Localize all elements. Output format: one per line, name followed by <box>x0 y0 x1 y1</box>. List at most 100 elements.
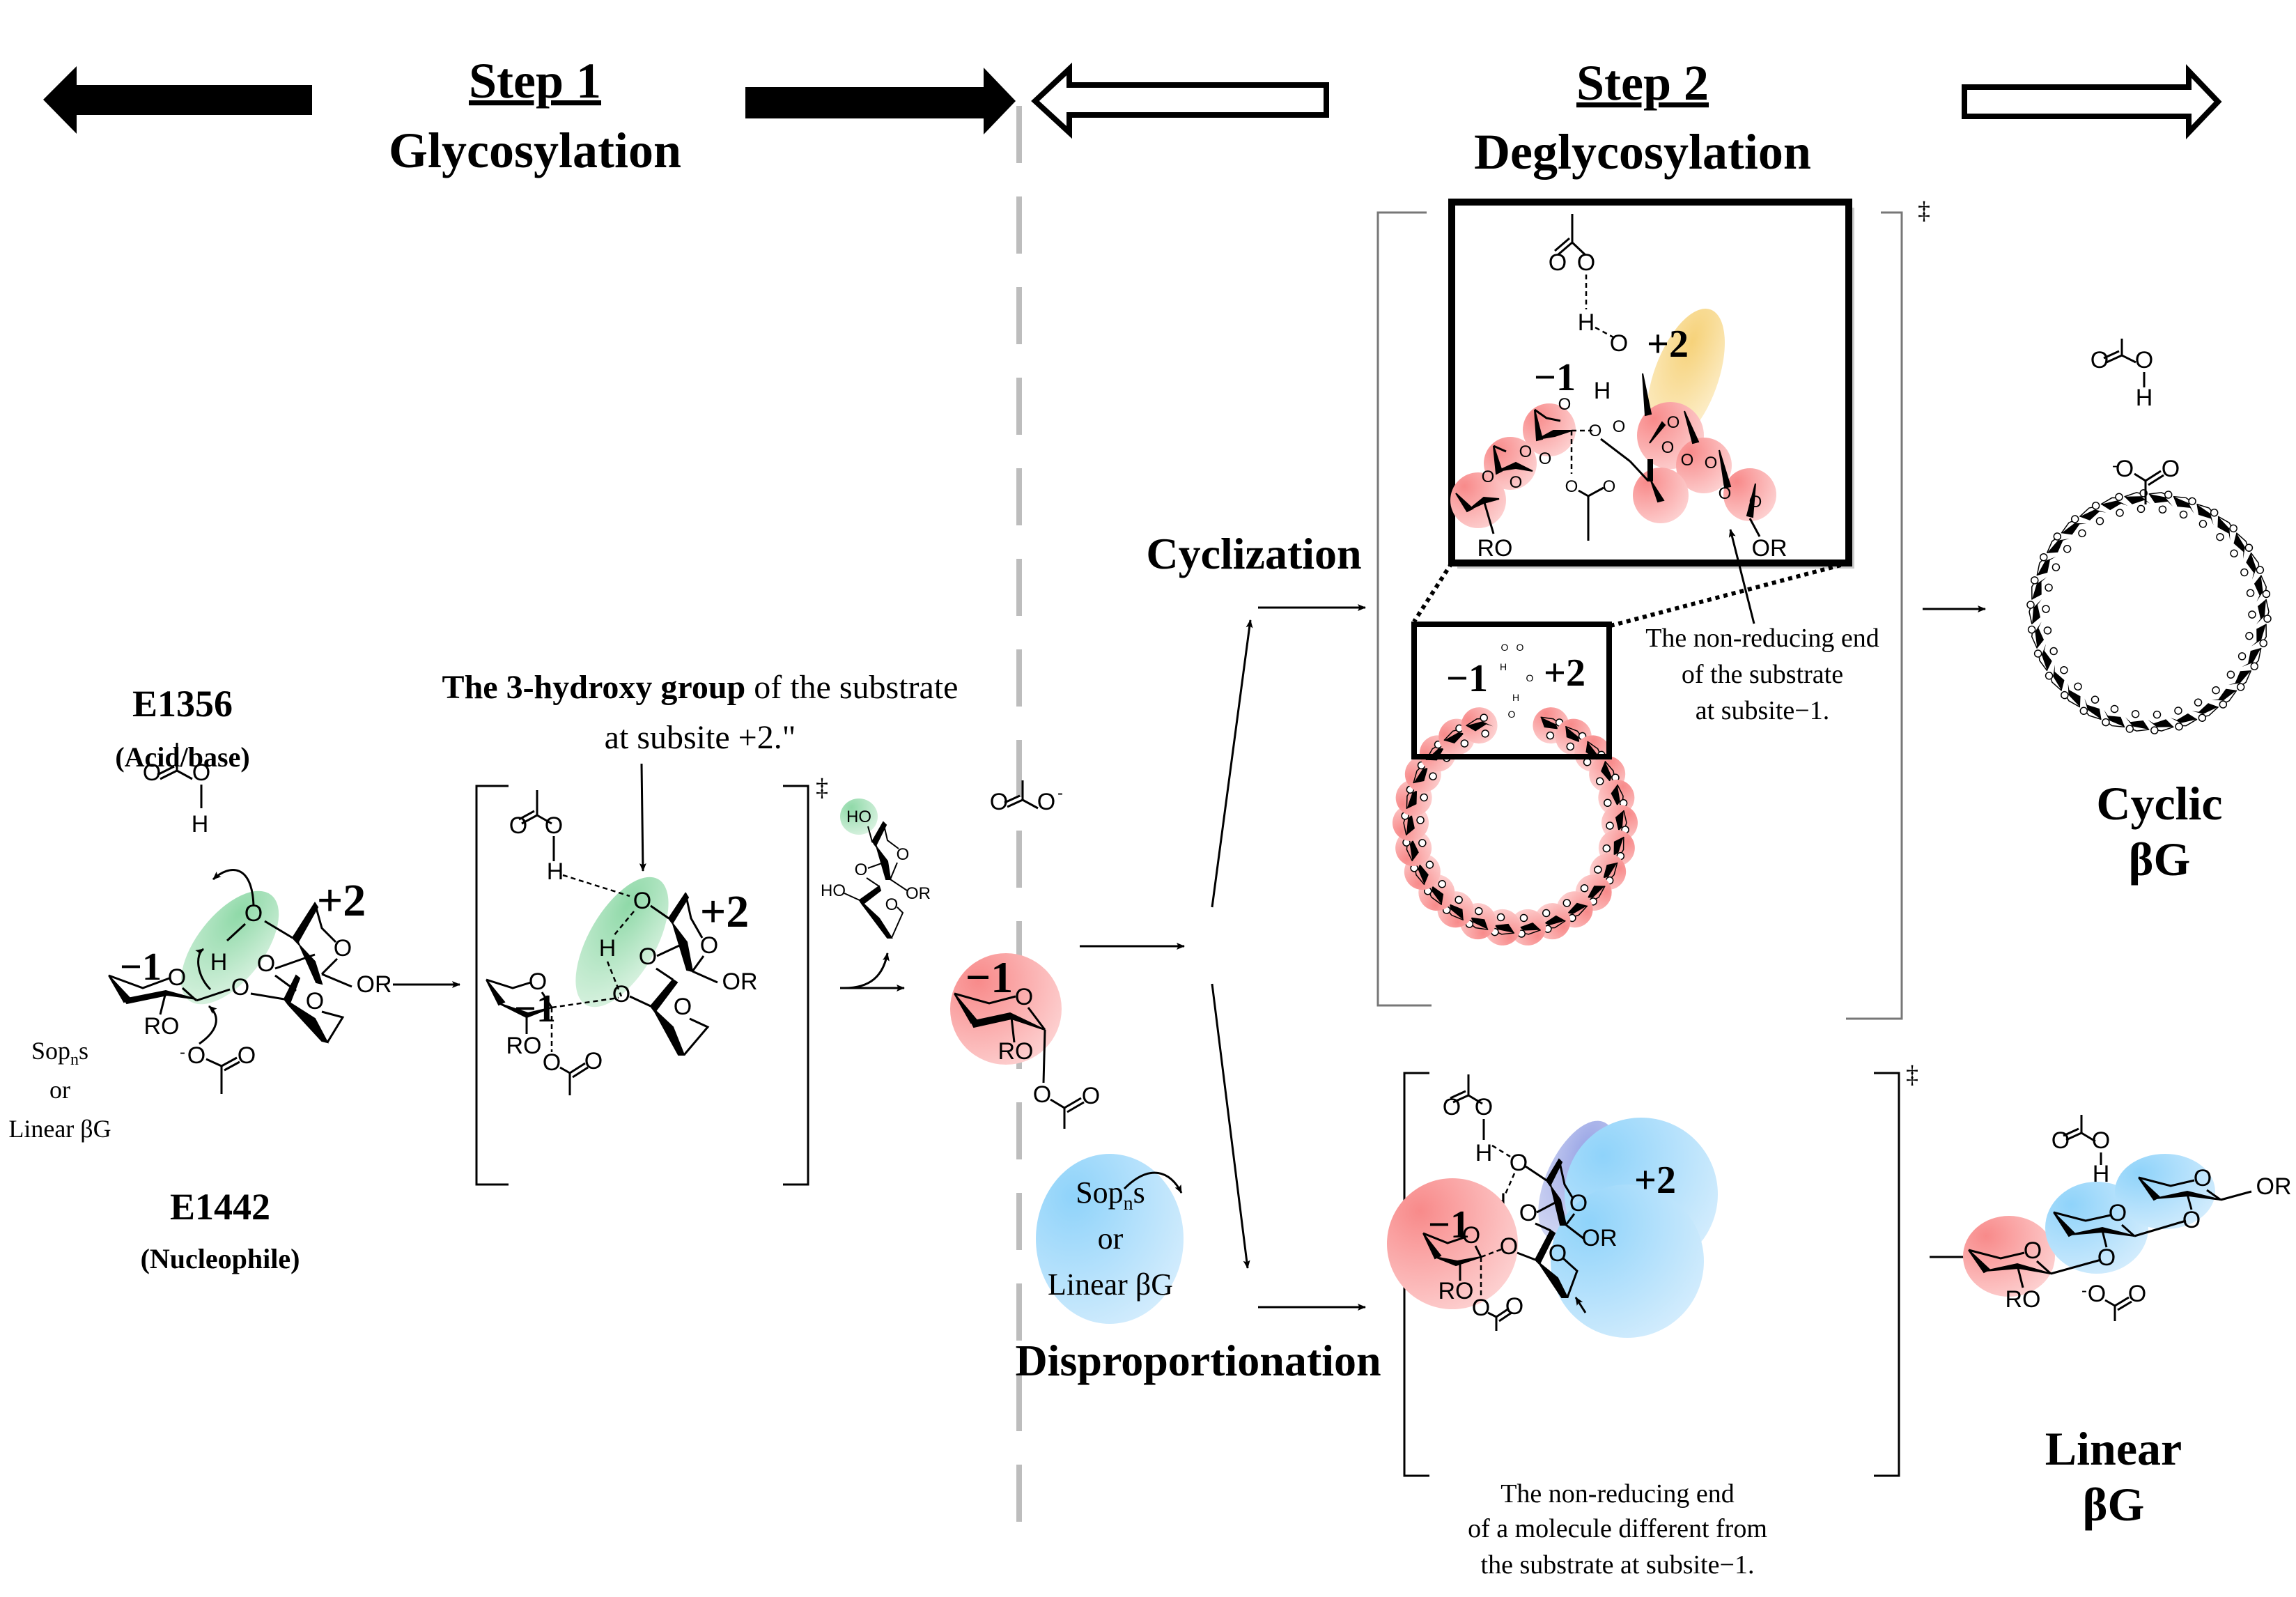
header-step1: Step 1 Glycosylation <box>43 53 1016 178</box>
glycosyl-enzyme-intermediate: O O - −1 O RO O O <box>950 619 1253 1269</box>
svg-text:O: O <box>633 888 651 914</box>
svg-text:O: O <box>700 932 718 959</box>
ts-disp-double-dagger: ‡ <box>1906 1060 1918 1088</box>
svg-text:O: O <box>885 895 899 914</box>
cyclic-product-name-2: βG <box>2129 833 2191 886</box>
svg-text:O: O <box>1508 709 1516 720</box>
svg-text:O: O <box>1517 642 1524 653</box>
cyclic-glucose-unit <box>2036 553 2061 576</box>
svg-text:O: O <box>1505 1293 1523 1320</box>
svg-text:OR: OR <box>2256 1173 2292 1200</box>
svg-text:or: or <box>1098 1221 1124 1256</box>
callout-3-hydroxy: The 3-hydroxy group of the substrate <box>442 669 959 706</box>
hydroxyl-highlight-product <box>840 798 878 835</box>
svg-text:O: O <box>584 1048 603 1074</box>
svg-text:O: O <box>2162 456 2180 482</box>
svg-text:+2: +2 <box>1634 1159 1676 1202</box>
svg-text:O: O <box>1569 1190 1588 1217</box>
svg-text:O: O <box>2097 1244 2116 1271</box>
svg-text:−1: −1 <box>965 952 1013 1002</box>
ring-glucose-unit <box>1461 707 1498 744</box>
svg-text:O: O <box>1549 249 1567 276</box>
svg-text:O: O <box>1610 330 1628 357</box>
svg-text:Linear βG: Linear βG <box>1048 1267 1173 1302</box>
svg-text:H: H <box>1512 692 1519 703</box>
svg-text:OR: OR <box>722 969 758 995</box>
svg-text:O: O <box>639 943 657 970</box>
svg-text:H: H <box>1594 378 1611 404</box>
svg-text:-: - <box>180 1043 185 1062</box>
cyclic-glucose-unit <box>2026 599 2050 625</box>
linear-product-name-2: βG <box>2083 1478 2145 1531</box>
cyclic-glucose-unit <box>2125 710 2150 733</box>
svg-text:O: O <box>2182 1207 2201 1233</box>
cyclization-label: Cyclization <box>1146 529 1361 578</box>
cyclic-glucose-unit <box>2124 489 2150 514</box>
svg-text:O: O <box>1526 672 1534 684</box>
substrate-label: Sopns or Linear βG <box>8 1037 111 1143</box>
svg-text:+2: +2 <box>700 886 750 937</box>
svg-text:RO: RO <box>144 1013 180 1040</box>
disproportionation-label: Disproportionation <box>1015 1336 1381 1385</box>
svg-text:O: O <box>2128 1281 2146 1307</box>
right-arrow-solid <box>745 68 1016 134</box>
svg-text:RO: RO <box>506 1033 542 1059</box>
cyclic-glucose-unit <box>2100 493 2128 517</box>
cyclic-glucose-unit <box>2027 622 2052 649</box>
svg-text:H: H <box>599 935 616 962</box>
svg-text:RO: RO <box>1477 535 1513 562</box>
svg-text:−1: −1 <box>1446 657 1488 700</box>
svg-text:O: O <box>306 988 324 1014</box>
svg-text:O: O <box>1443 1094 1461 1120</box>
cyclic-glucose-unit <box>2079 695 2102 720</box>
step2-title: Step 2 <box>1576 55 1709 111</box>
disp-note-line2: of a molecule different from <box>1468 1514 1767 1543</box>
svg-text:O: O <box>1510 1150 1528 1176</box>
cyclic-product-name-1: Cyclic <box>2096 777 2222 830</box>
step1-title: Step 1 <box>469 53 601 109</box>
michaelis-complex: E1356 (Acid/base) O O H O H +2 −1 O RO O <box>8 683 391 1274</box>
cyclic-glucose-unit <box>2196 503 2219 528</box>
svg-text:O: O <box>1482 468 1495 486</box>
svg-text:O: O <box>257 950 275 977</box>
svg-text:Sopns: Sopns <box>31 1037 88 1069</box>
svg-text:O: O <box>1500 1233 1518 1260</box>
svg-text:O: O <box>2116 456 2134 482</box>
svg-text:O: O <box>231 974 249 1001</box>
svg-text:O: O <box>674 994 692 1020</box>
transition-state-1: The 3-hydroxy group of the substrate at … <box>442 669 959 1186</box>
plus2-blue-bottom <box>1551 1185 1704 1338</box>
cyclic-glucose-unit <box>2046 532 2072 554</box>
inset-red-7 <box>1723 468 1776 521</box>
svg-text:H: H <box>1500 661 1507 672</box>
cyclic-glucose-unit <box>2226 670 2252 691</box>
svg-text:O: O <box>543 1049 561 1076</box>
svg-text:-: - <box>2081 1281 2087 1300</box>
cyc-note-line1: The non-reducing end <box>1645 624 1879 653</box>
svg-text:O: O <box>334 935 352 962</box>
hydroxyl-highlight <box>180 890 279 1005</box>
svg-text:OR: OR <box>906 884 931 903</box>
svg-text:O: O <box>1519 442 1533 461</box>
svg-text:O: O <box>1681 451 1694 470</box>
svg-text:O: O <box>1082 1083 1100 1109</box>
cyclic-glucose-unit <box>2192 698 2219 722</box>
linear-blue-2 <box>2115 1154 2215 1229</box>
svg-text:O: O <box>2092 1127 2110 1154</box>
svg-text:O: O <box>1015 984 1033 1010</box>
svg-text:O: O <box>2194 1165 2212 1191</box>
subsite-minus1-highlight <box>950 953 1062 1065</box>
ring-inset-box <box>1411 622 1612 759</box>
svg-text:O: O <box>1501 642 1509 653</box>
nucleophile-residue: E1442 <box>170 1186 270 1228</box>
svg-text:-: - <box>1057 784 1063 803</box>
acid-base-residue: E1356 <box>132 683 233 725</box>
svg-text:H: H <box>192 811 209 838</box>
svg-text:O: O <box>612 981 630 1008</box>
inset-red-3 <box>1450 472 1506 528</box>
svg-text:-: - <box>2112 456 2118 475</box>
ts-cyc-double-dagger: ‡ <box>1918 196 1930 224</box>
subsite-minus1-highlight-disp <box>1387 1178 1518 1309</box>
cyclic-glucose-unit <box>2033 644 2058 672</box>
svg-text:O: O <box>509 812 527 839</box>
